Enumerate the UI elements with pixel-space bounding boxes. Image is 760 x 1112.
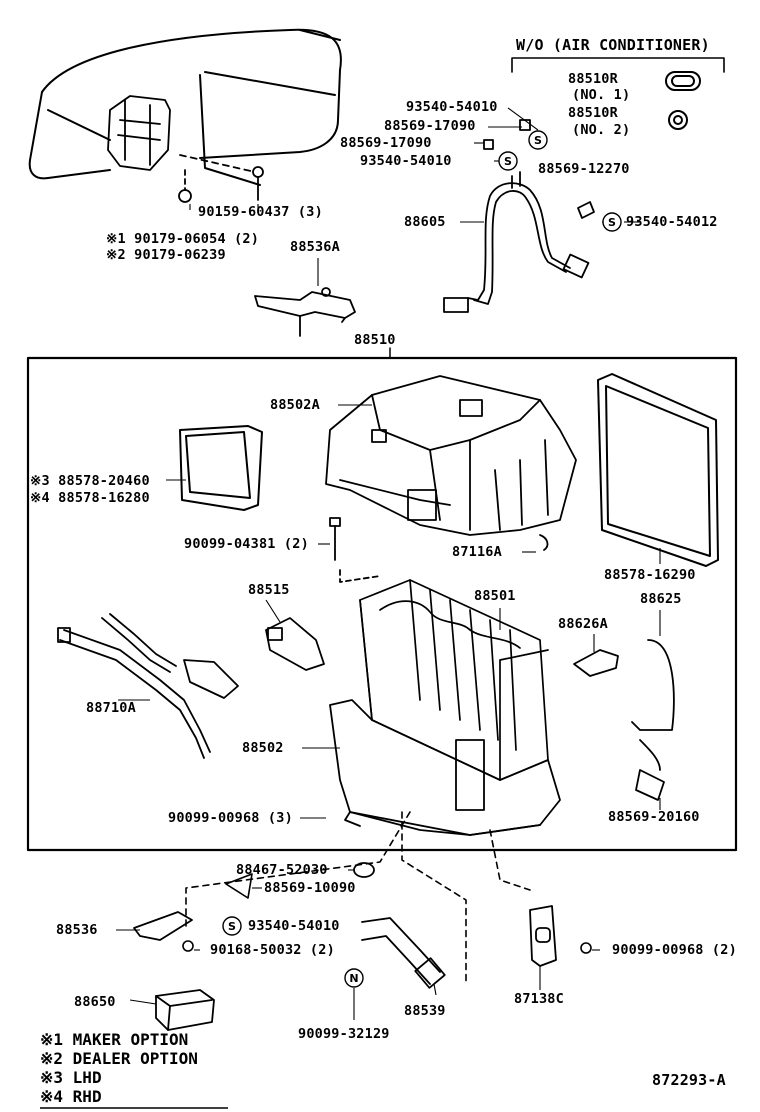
s-symbol-2: S xyxy=(504,155,512,168)
label-88569-17090-b: 88569-17090 xyxy=(340,135,432,151)
label-88710A: 88710A xyxy=(86,700,136,716)
label-90099-04381: 90099-04381 (2) xyxy=(184,536,309,552)
label-90099-32129: 90099-32129 xyxy=(298,1026,390,1042)
label-88502A: 88502A xyxy=(270,397,320,413)
label-88502: 88502 xyxy=(242,740,284,756)
label-88467-52030: 88467-52030 xyxy=(236,862,328,878)
label-90099-00968-b: 90099-00968 (2) xyxy=(612,942,737,958)
label-88569-12270: 88569-12270 xyxy=(538,161,630,177)
n-symbol: N xyxy=(349,972,358,985)
label-88578-16280: ※4 88578-16280 xyxy=(30,490,150,506)
bracket-88536A-art xyxy=(254,287,356,337)
label-90179-06054: ※1 90179-06054 (2) xyxy=(106,231,260,247)
plug-88510R-art xyxy=(665,71,701,130)
label-88501: 88501 xyxy=(474,588,516,604)
label-87138C: 87138C xyxy=(514,991,564,1007)
seal-left-art xyxy=(179,425,263,511)
pipes-88710A-art xyxy=(57,613,239,759)
label-88626A: 88626A xyxy=(558,616,608,632)
dashed-leaders xyxy=(185,811,531,985)
label-93540-54012: 93540-54012 xyxy=(626,214,718,230)
label-93540-54010-b: 93540-54010 xyxy=(360,153,452,169)
s-symbol-4: S xyxy=(228,920,236,933)
label-90159-60437: 90159-60437 (3) xyxy=(198,204,323,220)
harness-88625-art xyxy=(631,639,675,801)
sensor-88626A-art xyxy=(573,649,619,677)
frame-88510 xyxy=(26,356,738,852)
label-90179-06239: ※2 90179-06239 xyxy=(106,247,226,263)
label-88605: 88605 xyxy=(404,214,446,230)
legend-item-3: ※3 LHD xyxy=(40,1068,102,1087)
diagram-id: 872293-A xyxy=(652,1071,726,1089)
legend-item-4: ※4 RHD xyxy=(40,1087,102,1106)
harness-88605-art xyxy=(443,119,595,313)
actuator-87138C-art xyxy=(529,905,557,967)
symbol-circles xyxy=(222,130,622,988)
legend-item-2: ※2 DEALER OPTION xyxy=(40,1049,198,1068)
hose-88539-art xyxy=(361,917,446,989)
evaporator-88501-art xyxy=(359,579,549,781)
label-88536A: 88536A xyxy=(290,239,340,255)
case-88502-art xyxy=(329,699,561,836)
label-88569-10090: 88569-10090 xyxy=(264,880,356,896)
label-88650: 88650 xyxy=(74,994,116,1010)
dash-control-unit xyxy=(107,95,264,203)
label-88578-16290: 88578-16290 xyxy=(604,567,696,583)
label-no2: (NO. 2) xyxy=(572,122,631,138)
sensor-88515-art xyxy=(265,617,325,671)
label-88625: 88625 xyxy=(640,591,682,607)
label-88510: 88510 xyxy=(354,332,396,348)
label-90099-00968-a: 90099-00968 (3) xyxy=(168,810,293,826)
label-88569-20160: 88569-20160 xyxy=(608,809,700,825)
seal-right-art xyxy=(597,373,719,567)
label-87116A: 87116A xyxy=(452,544,502,560)
label-90168-50032: 90168-50032 (2) xyxy=(210,942,335,958)
dashboard-outline xyxy=(28,28,342,186)
wo-header: W/O (AIR CONDITIONER) xyxy=(516,36,710,54)
case-88502A-art xyxy=(325,375,577,551)
label-88510R-2: 88510R xyxy=(568,105,618,121)
legend-item-1: ※1 MAKER OPTION xyxy=(40,1030,189,1049)
s-symbol-1: S xyxy=(534,134,542,147)
bracket-88536-art xyxy=(133,911,193,941)
label-88515: 88515 xyxy=(248,582,290,598)
label-88510R-1: 88510R xyxy=(568,71,618,87)
label-88578-20460: ※3 88578-20460 xyxy=(30,473,150,489)
label-93540-54010-c: 93540-54010 xyxy=(248,918,340,934)
label-88569-17090-a: 88569-17090 xyxy=(384,118,476,134)
label-no1: (NO. 1) xyxy=(572,87,631,103)
label-88539: 88539 xyxy=(404,1003,446,1019)
label-88536: 88536 xyxy=(56,922,98,938)
bolt-04381-art xyxy=(329,517,381,583)
relay-88650-art xyxy=(155,989,215,1031)
label-93540-54010-a: 93540-54010 xyxy=(406,99,498,115)
s-symbol-3: S xyxy=(608,216,616,229)
